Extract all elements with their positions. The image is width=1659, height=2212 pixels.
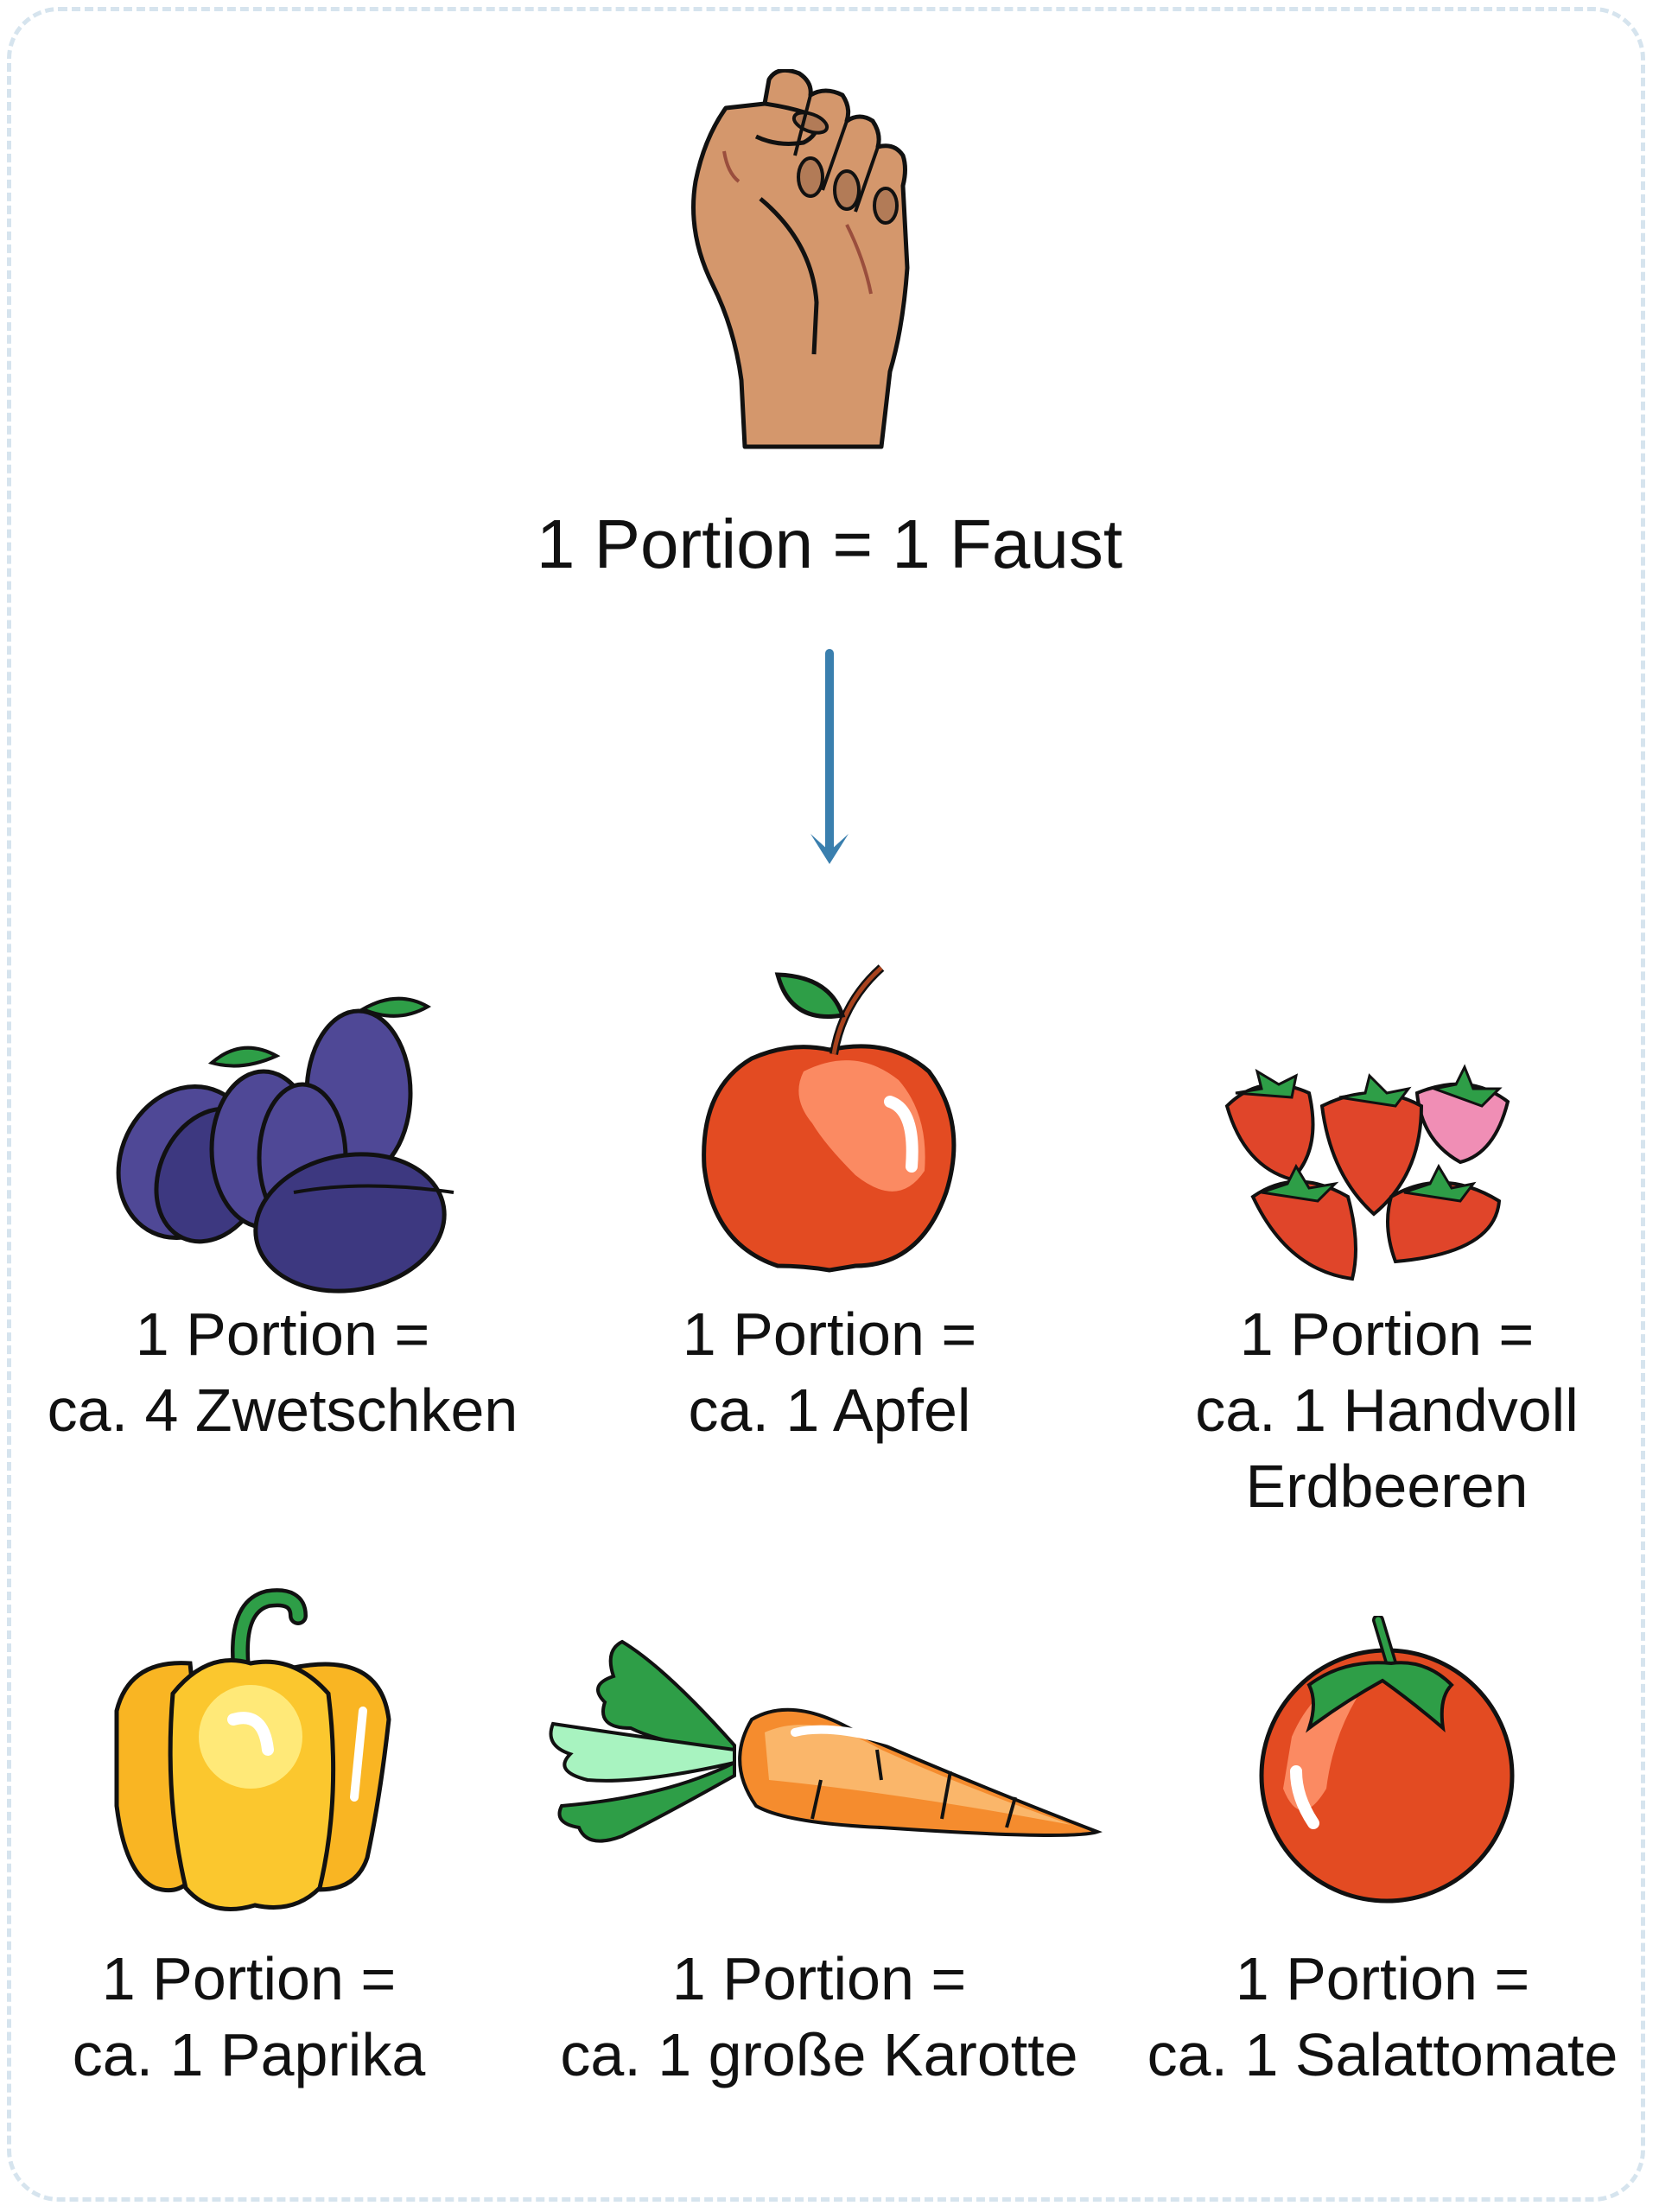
apple-caption: 1 Portion = ca. 1 Apfel [683,1296,977,1448]
apple-caption-line2: ca. 1 Apfel [688,1376,971,1444]
carrot-caption-line1: 1 Portion = [671,1945,967,2012]
strawberries-caption-line3: Erdbeeren [1245,1452,1529,1520]
plums-caption-line1: 1 Portion = [135,1300,430,1368]
carrot-caption: 1 Portion = ca. 1 große Karotte [560,1941,1077,2093]
tomato-caption: 1 Portion = ca. 1 Salattomate [1147,1941,1618,2093]
dashed-frame [7,7,1645,2202]
strawberries-icon [1224,1064,1510,1281]
fist-portion-title: 1 Portion = 1 Faust [536,505,1123,582]
apple-caption-line1: 1 Portion = [682,1300,977,1368]
tomato-caption-line1: 1 Portion = [1235,1945,1530,2012]
plums-caption: 1 Portion = ca. 4 Zwetschken [48,1296,518,1448]
tomato-icon [1259,1616,1515,1904]
plums-icon [116,996,454,1294]
plums-caption-line2: ca. 4 Zwetschken [47,1376,518,1444]
pepper-caption-line1: 1 Portion = [101,1945,397,2012]
strawberries-caption: 1 Portion = ca. 1 Handvoll Erdbeeren [1195,1296,1579,1524]
fist-icon [691,69,910,449]
strawberries-caption-line1: 1 Portion = [1239,1300,1535,1368]
carrot-caption-line2: ca. 1 große Karotte [560,2021,1078,2088]
pepper-caption-line2: ca. 1 Paprika [72,2021,426,2088]
bell-pepper-icon [114,1588,391,1911]
strawberries-caption-line2: ca. 1 Handvoll [1195,1376,1579,1444]
carrot-icon [549,1639,1103,1843]
pepper-caption: 1 Portion = ca. 1 Paprika [73,1941,426,2093]
tomato-caption-line2: ca. 1 Salattomate [1147,2021,1618,2088]
arrow-down-icon [810,649,849,864]
apple-icon [702,964,957,1273]
